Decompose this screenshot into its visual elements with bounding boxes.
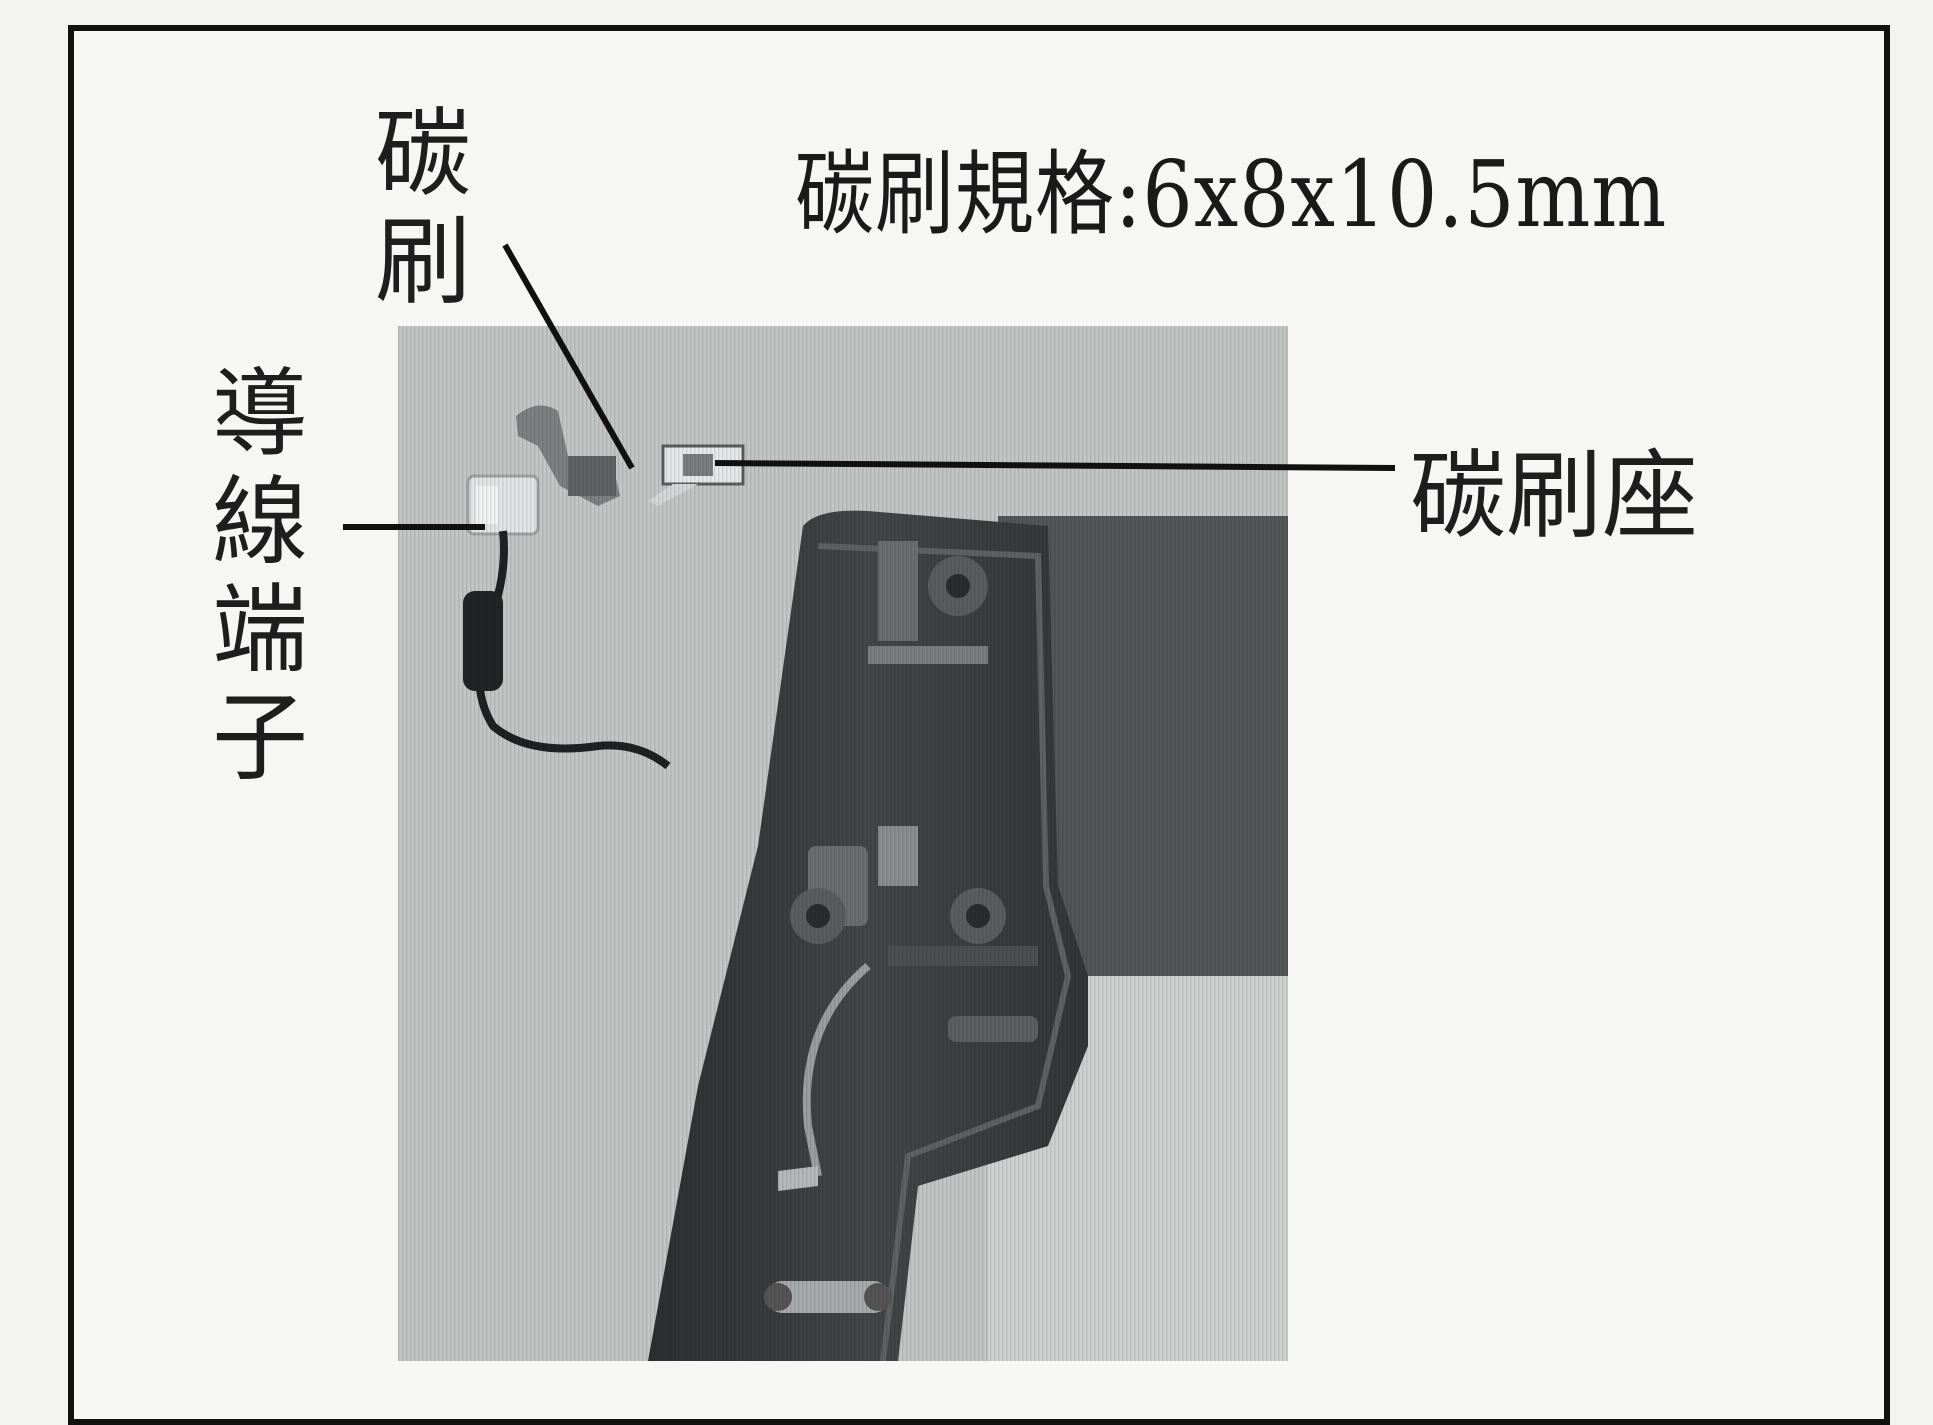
- spec-text: 碳刷規格:6x8x10.5mm: [795, 141, 1668, 248]
- carbon-brush-label: 碳刷: [375, 98, 471, 318]
- device-photo: [398, 326, 1288, 1361]
- device-photo-illustration: [398, 326, 1288, 1361]
- wire-terminal-label: 導線端子: [212, 358, 308, 794]
- brush-holder-label: 碳刷座: [1410, 440, 1698, 552]
